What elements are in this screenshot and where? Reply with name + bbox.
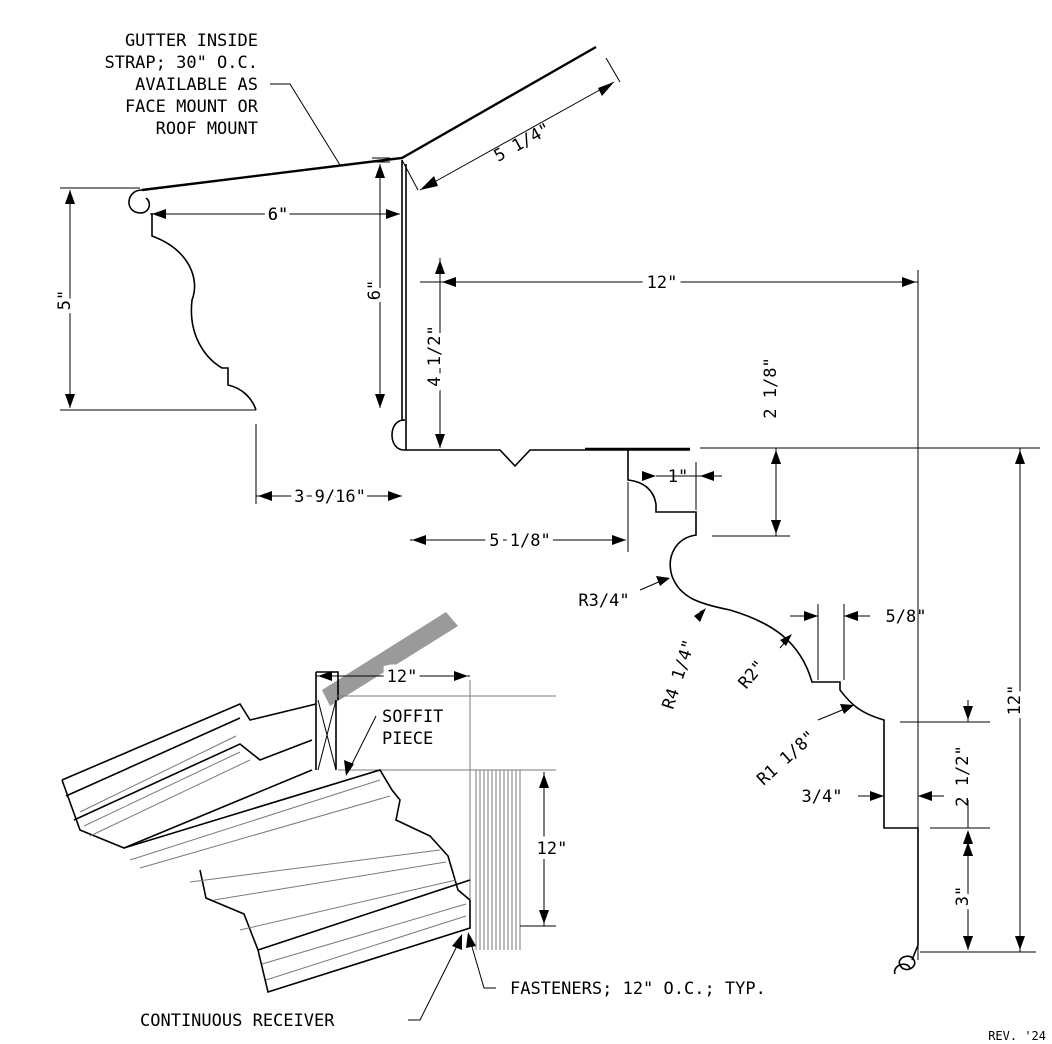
dim-iso-width: 12" bbox=[387, 667, 418, 687]
dim-gutter-height-left: 5" bbox=[55, 290, 75, 310]
dim-bead-offset: 3 9/16" bbox=[294, 487, 366, 507]
isometric-view bbox=[61, 612, 556, 1021]
soffit-piece-label-2: PIECE bbox=[382, 729, 433, 749]
dim-bottom-flange: 3" bbox=[953, 886, 973, 906]
dim-strap-length: 5 1/4" bbox=[491, 119, 554, 166]
gutter-strap-note: GUTTER INSIDE STRAP; 30" O.C. AVAILABLE … bbox=[104, 31, 258, 139]
note-line-4: FACE MOUNT OR bbox=[125, 97, 259, 117]
dim-soffit-return: 5 1/8" bbox=[489, 531, 550, 551]
dim-radius-2: R2" bbox=[735, 657, 770, 693]
dim-upper-step: 2 1/8" bbox=[761, 357, 781, 418]
note-line-5: ROOF MOUNT bbox=[156, 119, 258, 139]
soffit-piece-label-1: SOFFIT bbox=[382, 707, 443, 727]
dim-soffit-width: 12" bbox=[647, 273, 678, 293]
note-line-3: AVAILABLE AS bbox=[135, 75, 258, 95]
revision-label: REV. '24 bbox=[988, 1029, 1046, 1043]
dim-drop: 4 1/2" bbox=[425, 325, 445, 386]
continuous-receiver-note: CONTINUOUS RECEIVER bbox=[140, 1011, 335, 1031]
dim-gutter-width: 6" bbox=[268, 205, 288, 225]
gutter-profile bbox=[128, 45, 597, 450]
dim-iso-height: 12" bbox=[537, 839, 568, 859]
dim-lower-step: 2 1/2" bbox=[953, 745, 973, 806]
fasteners-note: FASTENERS; 12" O.C.; TYP. bbox=[510, 979, 766, 999]
dim-radius-4-1-4: R4 1/4" bbox=[659, 637, 700, 711]
dim-fillet-3-4: 3/4" bbox=[802, 787, 843, 807]
note-line-1: GUTTER INSIDE bbox=[125, 31, 258, 51]
note-line-2: STRAP; 30" O.C. bbox=[104, 53, 258, 73]
dim-radius-3-4: R3/4" bbox=[578, 591, 629, 611]
dim-fascia-height: 12" bbox=[1005, 685, 1025, 716]
dim-step-5-8: 5/8" bbox=[886, 607, 927, 627]
dim-gutter-height-back: 6" bbox=[365, 280, 385, 300]
dimension-lines bbox=[60, 57, 1040, 960]
fascia-wall-hatching bbox=[475, 770, 521, 950]
dim-radius-1-1-8: R1 1/8" bbox=[753, 727, 820, 790]
soffit-fascia-profile bbox=[391, 419, 919, 975]
dim-lip: 1" bbox=[668, 467, 688, 487]
dim-gutter-width-fg: 6" bbox=[268, 205, 288, 225]
